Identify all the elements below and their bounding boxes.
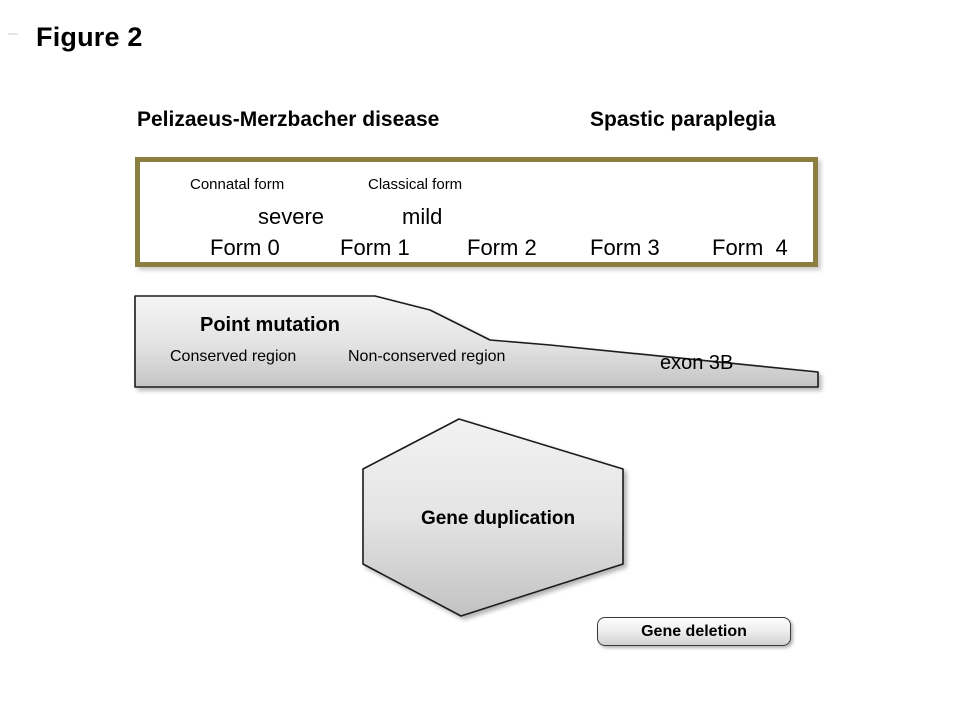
gene-duplication-hexagon-shape	[362, 418, 624, 617]
label-exon-3b: exon 3B	[660, 352, 734, 374]
form-label-2: Form 2	[467, 235, 537, 260]
label-gene-deletion: Gene deletion	[641, 622, 747, 640]
disease-forms-box: Connatal form Classical form severe mild…	[135, 157, 818, 267]
form-label-1: Form 1	[340, 235, 410, 260]
label-conserved-region: Conserved region	[170, 348, 297, 365]
heading-spastic-paraplegia: Spastic paraplegia	[590, 108, 776, 131]
label-point-mutation: Point mutation	[200, 314, 340, 336]
heading-pelizaeus-merzbacher-disease: Pelizaeus-Merzbacher disease	[137, 108, 440, 131]
corner-mark	[8, 33, 18, 35]
gene-deletion-box: Gene deletion	[597, 617, 791, 646]
label-non-conserved-region: Non-conserved region	[348, 348, 506, 365]
form-label-4: Form 4	[712, 235, 788, 260]
form-label-3: Form 3	[590, 235, 660, 260]
label-gene-duplication: Gene duplication	[420, 508, 576, 529]
label-classical-form: Classical form	[368, 176, 463, 193]
point-mutation-band-shape	[134, 295, 819, 388]
disease-forms-box-inner: Connatal form Classical form severe mild…	[140, 162, 813, 262]
page-title: Figure 2	[36, 22, 143, 52]
gene-duplication-hexagon: Gene duplication	[355, 412, 641, 626]
label-connatal-form: Connatal form	[190, 176, 285, 193]
form-label-0: Form 0	[210, 235, 280, 260]
label-severity-severe: severe	[258, 204, 325, 229]
point-mutation-band: Point mutation Conserved region Non-cons…	[130, 290, 830, 395]
label-severity-mild: mild	[402, 204, 443, 229]
